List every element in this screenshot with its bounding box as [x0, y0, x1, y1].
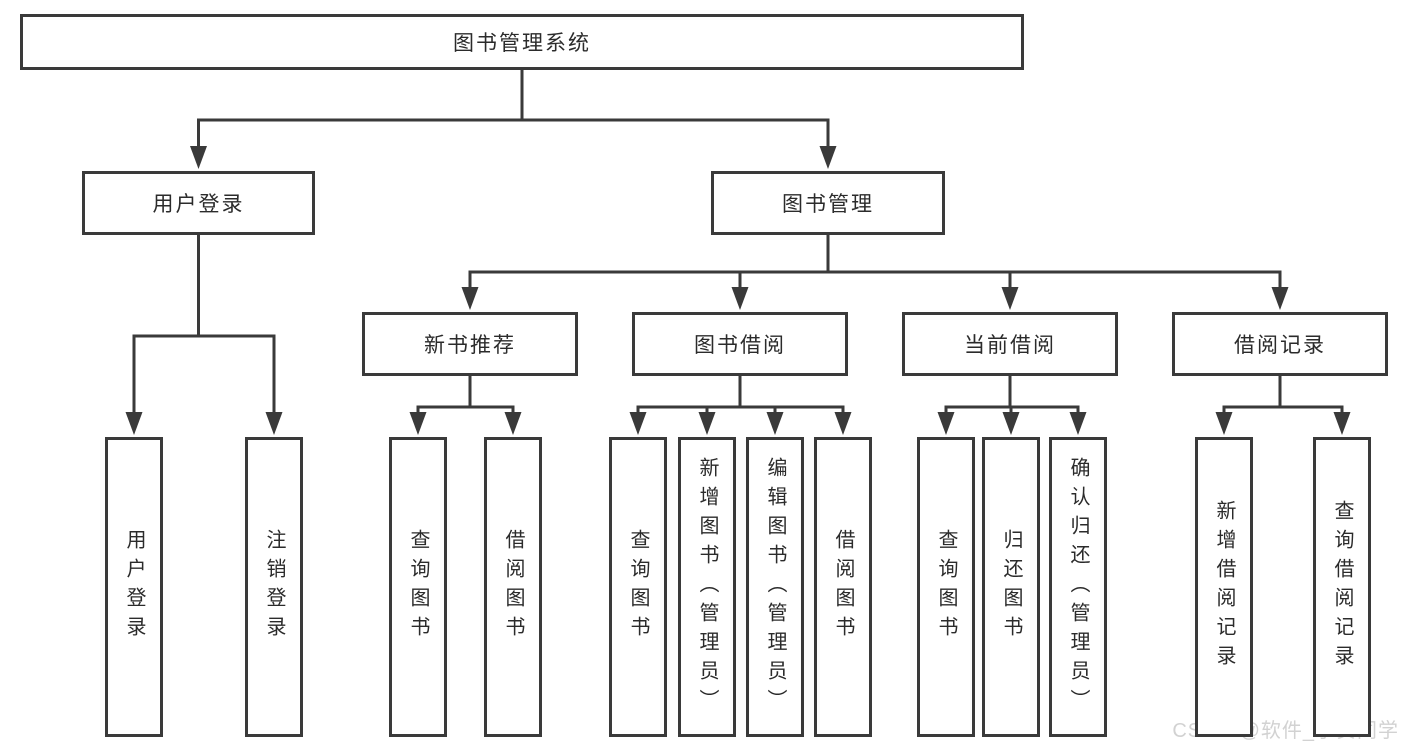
node-leaf-add-record: 新增借阅记录 [1195, 437, 1253, 737]
node-leaf-query-book-3: 查询图书 [917, 437, 975, 737]
node-label: 借阅图书 [502, 529, 524, 645]
node-user-login: 用户登录 [82, 171, 315, 235]
node-leaf-edit-book: 编辑图书（管理员） [746, 437, 804, 737]
node-label: 图书管理 [782, 193, 874, 216]
node-new-book-rec: 新书推荐 [362, 312, 578, 376]
node-borrow-records: 借阅记录 [1172, 312, 1388, 376]
node-label: 注销登录 [263, 529, 285, 645]
node-label: 当前借阅 [964, 334, 1056, 357]
node-book-borrow: 图书借阅 [632, 312, 848, 376]
node-label: 编辑图书（管理员） [764, 456, 786, 718]
node-label: 查询图书 [627, 529, 649, 645]
node-book-mgmt: 图书管理 [711, 171, 945, 235]
node-label: 新增图书（管理员） [696, 456, 718, 718]
node-leaf-query-book-1: 查询图书 [389, 437, 447, 737]
node-label: 新增借阅记录 [1213, 500, 1235, 674]
node-leaf-query-record: 查询借阅记录 [1313, 437, 1371, 737]
node-label: 用户登录 [152, 193, 245, 216]
node-leaf-return-book: 归还图书 [982, 437, 1040, 737]
node-label: 图书借阅 [694, 334, 786, 357]
node-leaf-borrow-book-2: 借阅图书 [814, 437, 872, 737]
node-label: 归还图书 [1000, 529, 1022, 645]
node-label: 借阅记录 [1234, 334, 1326, 357]
node-leaf-confirm-return: 确认归还（管理员） [1049, 437, 1107, 737]
node-label: 查询借阅记录 [1331, 500, 1353, 674]
node-label: 新书推荐 [424, 334, 516, 357]
node-current-borrow: 当前借阅 [902, 312, 1118, 376]
node-label: 借阅图书 [832, 529, 854, 645]
node-leaf-user-login: 用户登录 [105, 437, 163, 737]
node-leaf-add-book: 新增图书（管理员） [678, 437, 736, 737]
node-label: 查询图书 [407, 529, 429, 645]
node-leaf-borrow-book-1: 借阅图书 [484, 437, 542, 737]
node-label: 查询图书 [935, 529, 957, 645]
node-label: 图书管理系统 [453, 32, 591, 55]
node-leaf-query-book-2: 查询图书 [609, 437, 667, 737]
node-leaf-logout: 注销登录 [245, 437, 303, 737]
node-root: 图书管理系统 [20, 14, 1024, 70]
node-label: 用户登录 [123, 529, 145, 645]
node-label: 确认归还（管理员） [1067, 456, 1089, 718]
